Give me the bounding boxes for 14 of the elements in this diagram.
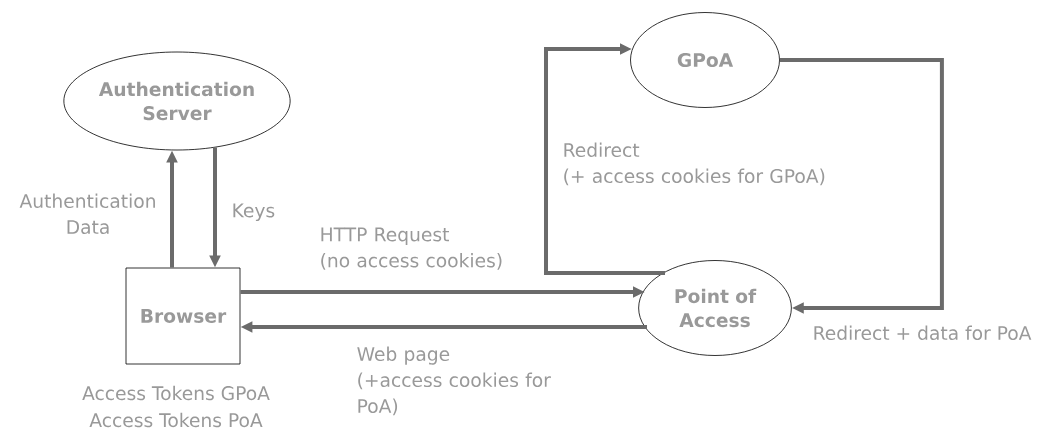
node-caption: Access Tokens GPoA bbox=[82, 385, 270, 401]
process-box: Browser bbox=[125, 267, 241, 365]
arrow bbox=[779, 58, 944, 314]
arrow bbox=[544, 43, 665, 275]
ellipse-node: Authentication Server bbox=[63, 51, 291, 151]
edge-label: Web page (+access cookies for PoA) bbox=[357, 346, 551, 416]
edge-label: Authentication Data bbox=[19, 193, 155, 235]
edge-label: Redirect + data for PoA bbox=[814, 325, 1032, 341]
ellipse-node: GPoA bbox=[630, 12, 780, 108]
edge-label: Redirect (+ access cookies for GPoA) bbox=[564, 142, 825, 186]
ellipse-node: Point of Access bbox=[638, 260, 792, 356]
edge-label: HTTP Request (no access cookies) bbox=[321, 227, 502, 270]
edge-label: Keys bbox=[233, 203, 275, 222]
node-caption: Access Tokens PoA bbox=[89, 412, 263, 428]
